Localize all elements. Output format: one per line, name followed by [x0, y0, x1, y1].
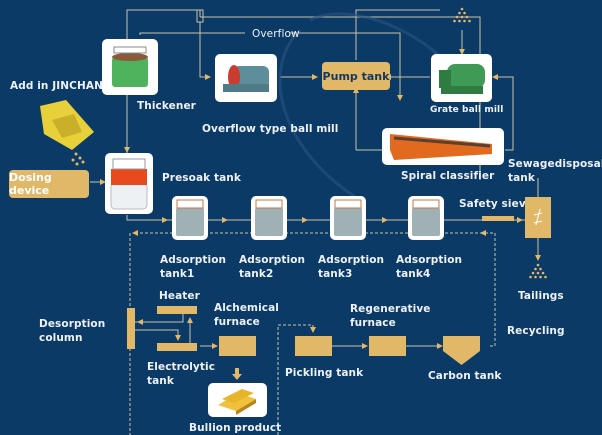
adsorption-tank-2-label-1: Adsorption	[239, 254, 306, 266]
bullion-image	[208, 383, 267, 417]
thickener-label: Thickener	[137, 100, 196, 112]
adsorption-tank-3-label-1: Adsorption	[318, 254, 385, 266]
pickling-tank-label: Pickling tank	[285, 367, 364, 379]
adsorption-tank-4-label-2: tank4	[396, 268, 431, 280]
alchemical-furnace-label-2: furnace	[214, 316, 260, 328]
sieve-mark-icon	[533, 208, 543, 226]
adsorption-tank-3-label-2: tank3	[318, 268, 353, 280]
electrolytic-tank-box	[157, 343, 197, 351]
recycling-label: Recycling	[507, 325, 565, 337]
regenerative-furnace-label-2: furnace	[350, 317, 396, 329]
pump-tank-box: Pump tank	[322, 62, 390, 90]
adsorption-tank-3-image	[330, 196, 366, 240]
carbon-tank-shape	[443, 336, 480, 365]
sewage-disposal-label-1: Sewagedisposal	[508, 158, 602, 170]
add-in-jinchan-label: Add in JINCHAN	[10, 80, 103, 92]
dosing-device-box: Dosing device	[9, 170, 89, 198]
presoak-tank-image	[105, 153, 153, 214]
splitter-icon	[196, 9, 204, 23]
sewage-disposal-tank-box	[525, 197, 551, 238]
regenerative-furnace-box	[369, 336, 406, 356]
electrolytic-tank-label-2: tank	[147, 375, 174, 387]
overflow-label: Overflow	[252, 28, 300, 40]
adsorption-tank-1-label-2: tank1	[160, 268, 195, 280]
desorption-column-label-2: column	[39, 332, 83, 344]
adsorption-tank-4-label-1: Adsorption	[396, 254, 463, 266]
sewage-disposal-label-2: tank	[508, 172, 535, 184]
desorption-column-label-1: Desorption	[39, 318, 106, 330]
safety-sieve-label: Safety sieve	[459, 198, 533, 210]
heater-box	[157, 306, 197, 314]
spiral-classifier-label: Spiral classifier	[401, 170, 495, 182]
overflow-ball-mill-label: Overflow type ball mill	[202, 123, 339, 135]
bullion-product-label: Bullion product	[189, 422, 282, 434]
carbon-tank-label: Carbon tank	[428, 370, 502, 382]
adsorption-tank-2-label-2: tank2	[239, 268, 274, 280]
adsorption-tank-1-label-1: Adsorption	[160, 254, 227, 266]
thickener-image	[102, 39, 158, 95]
alchemical-furnace-box	[219, 336, 256, 356]
pickling-tank-box	[295, 336, 332, 356]
adsorption-tank-4-image	[408, 196, 444, 240]
tailings-label: Tailings	[518, 290, 564, 302]
safety-sieve-box	[482, 216, 514, 221]
jinchan-bag-icon	[40, 100, 94, 166]
presoak-tank-label: Presoak tank	[162, 172, 241, 184]
regenerative-furnace-label-1: Regenerative	[350, 303, 431, 315]
adsorption-tank-2-image	[251, 196, 287, 240]
desorption-column-box	[127, 308, 135, 349]
tailings-pile-icon	[529, 263, 547, 279]
heater-label: Heater	[159, 290, 200, 302]
alchemical-furnace-label-1: Alchemical	[214, 302, 279, 314]
down-arrow-icon	[232, 368, 242, 380]
spiral-classifier-image	[382, 128, 504, 165]
grate-ball-mill-label: Grate ball mill	[430, 105, 504, 115]
electrolytic-tank-label-1: Electrolytic	[147, 361, 216, 373]
overflow-ball-mill-image	[215, 54, 277, 102]
adsorption-tank-1-image	[172, 196, 208, 240]
grate-ball-mill-image	[431, 54, 492, 102]
ore-pile-icon	[453, 7, 471, 23]
